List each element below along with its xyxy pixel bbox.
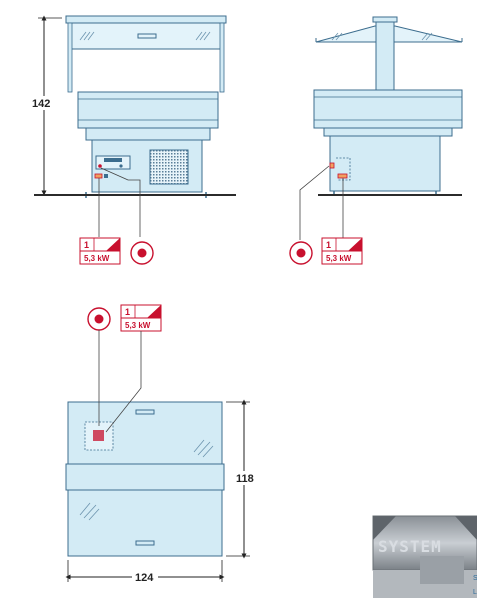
top-glass-reflection-icon: [79, 439, 214, 521]
top-depth-label: 118: [236, 473, 254, 485]
glass-reflection-icon: [79, 31, 211, 41]
side-base-cabinet: [329, 135, 441, 192]
water-connection-icon: [130, 241, 154, 265]
side-canopy-cap: [372, 16, 398, 23]
top-depth-dimension: 118: [226, 399, 258, 559]
system-logo: SYSTEM S L: [372, 515, 477, 598]
water-connection-point: [98, 164, 102, 168]
power-rating-label-top: 5,3 kW: [125, 321, 151, 330]
power-phase-label-top: 1: [125, 307, 130, 317]
front-counter-skirt: [85, 127, 211, 141]
side-view: 1 5,3 kW: [289, 16, 463, 265]
power-phase-label: 1: [84, 240, 89, 250]
logo-fragment-2: L: [473, 589, 477, 596]
front-height-dimension: 142: [30, 15, 62, 196]
side-counter-tub: [313, 89, 463, 129]
power-phase-label-side: 1: [326, 240, 331, 250]
side-water-connection-point: [329, 162, 335, 169]
top-handle-back: [135, 409, 155, 415]
canopy-glass: [69, 22, 223, 50]
front-view: 142: [30, 15, 236, 265]
top-width-dimension: 124: [65, 560, 225, 584]
logo-text: SYSTEM: [378, 537, 442, 556]
water-connection-icon-top: [87, 307, 111, 331]
power-connection-point: [94, 173, 103, 179]
power-badge-front: 1 5,3 kW: [79, 237, 121, 265]
top-connection-point: [93, 430, 104, 441]
power-rating-label: 5,3 kW: [84, 254, 110, 263]
power-badge-side: 1 5,3 kW: [321, 237, 363, 265]
logo-fragment-1: S: [473, 575, 477, 582]
side-power-connection-point: [337, 173, 348, 179]
vent-grille: [149, 149, 189, 185]
top-width-label: 124: [135, 572, 154, 584]
front-counter-tub: [77, 91, 219, 129]
power-rating-label-side: 5,3 kW: [326, 254, 352, 263]
side-canopy-column: [375, 21, 395, 91]
top-handle-front: [135, 540, 155, 546]
water-connection-icon-side: [289, 241, 313, 265]
canopy-top-bar: [65, 15, 227, 24]
front-height-label: 142: [32, 98, 50, 110]
top-canopy-bar: [65, 463, 225, 491]
power-badge-top: 1 5,3 kW: [120, 304, 162, 332]
top-view: 1 5,3 kW 118 124: [65, 304, 258, 584]
canopy-handle: [137, 33, 157, 39]
side-glass-reflection-icon: [331, 32, 433, 41]
